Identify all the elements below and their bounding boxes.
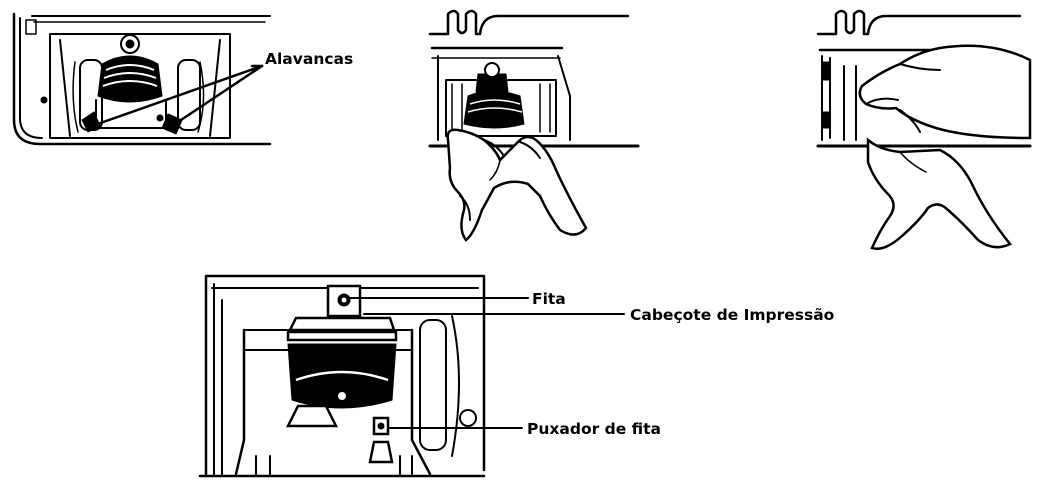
panel-closeup [198, 274, 625, 478]
panel-levers [12, 12, 272, 146]
ribbon-label: Fita [532, 290, 566, 308]
panel-hand-grip [816, 9, 1032, 250]
levers-label: Alavancas [265, 50, 353, 68]
panel-hand-press [428, 9, 640, 242]
ribbon-puller-label: Puxador de fita [527, 420, 661, 438]
print-head-label: Cabeçote de Impressão [630, 306, 834, 324]
